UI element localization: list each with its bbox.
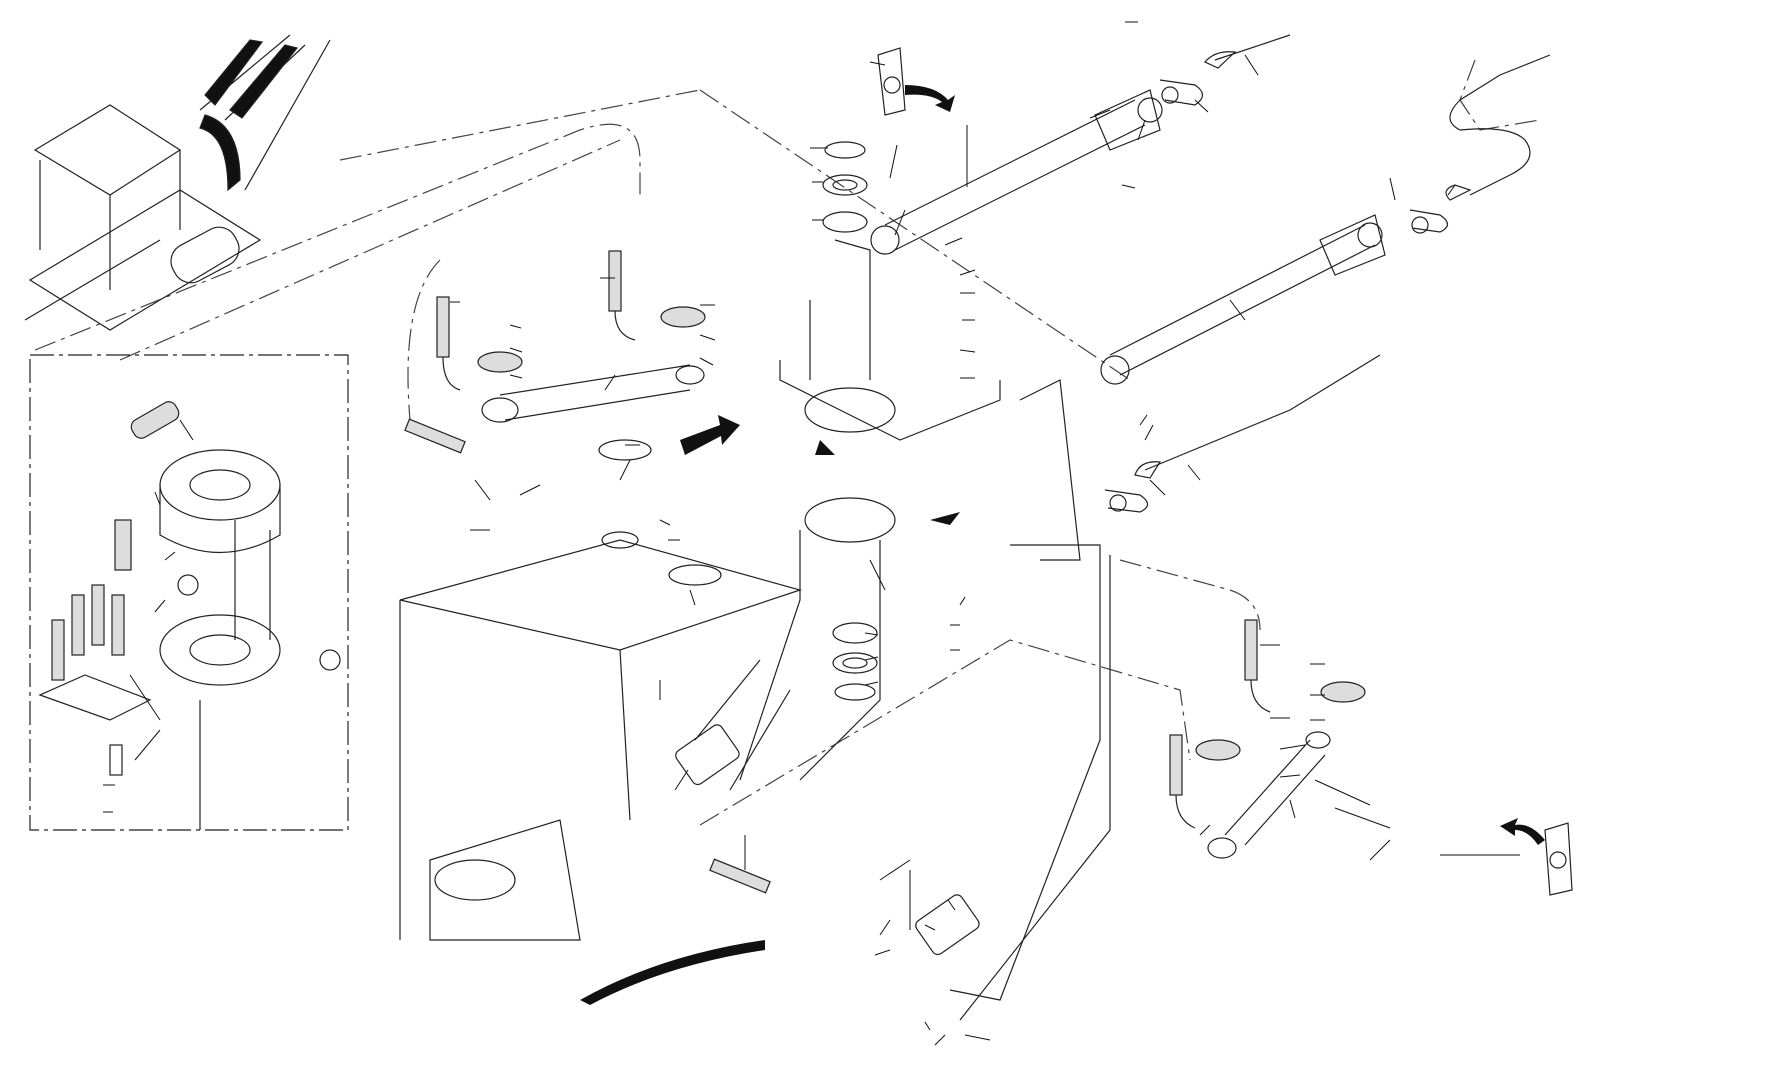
hose-35 <box>436 296 461 391</box>
hydraulic-cylinder-upper <box>870 89 1163 255</box>
shackle-lower <box>1104 489 1149 513</box>
cover-plates <box>477 306 1366 761</box>
hydraulic-cylinder-lower <box>1100 214 1386 385</box>
bearing-stack-upper <box>822 141 868 233</box>
hose-routing-outline <box>34 59 1541 826</box>
seal-kit-bag-9 <box>877 47 906 116</box>
shackle-right <box>1409 209 1449 234</box>
hydraulic-cylinder-steering-left <box>481 364 705 423</box>
arrow-pointer-1 <box>930 512 960 525</box>
seal-kit-bag-60 <box>1544 822 1573 896</box>
direction-arrows <box>580 85 1545 1005</box>
hydraulic-cylinder-steering-right <box>1207 731 1331 859</box>
arrow-bag9-to-cylinder <box>905 85 955 112</box>
detail-view-x-frame <box>29 354 349 831</box>
hose-lower-right <box>1169 734 1196 829</box>
machine-overview-illustration <box>24 34 331 331</box>
hose-36 <box>608 250 636 341</box>
arrow-bag60-to-cylinder <box>1500 818 1545 845</box>
shackle-upper <box>1159 79 1204 106</box>
bearing-stack-lower <box>832 622 878 701</box>
hose-31 <box>709 858 771 894</box>
curved-boundary-stroke <box>580 940 765 1005</box>
detail-view-x-illustration <box>38 401 341 830</box>
arrow-view-x <box>680 415 740 455</box>
hose-30 <box>1244 619 1271 713</box>
wire-rope-upper <box>1204 34 1291 69</box>
arrow-pointer-2 <box>815 440 835 455</box>
hose-main-left <box>404 418 466 454</box>
main-frame-illustration <box>399 239 1111 1021</box>
wire-rope-lower <box>1134 354 1381 479</box>
leader-lines <box>103 21 1520 1046</box>
